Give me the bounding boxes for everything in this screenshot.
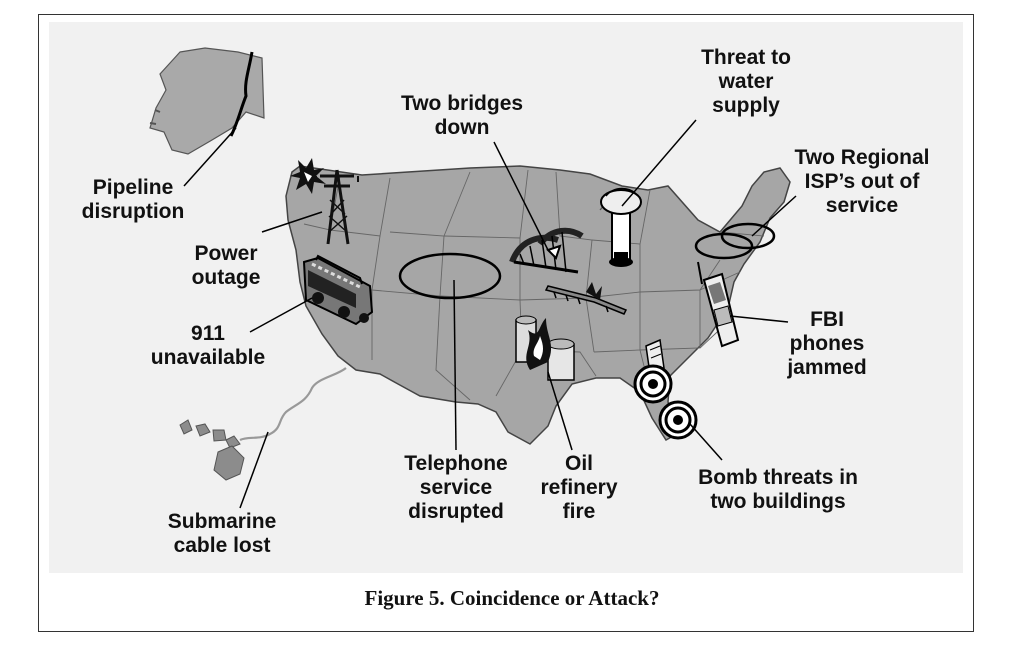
broken-bridge-icon [544,282,628,315]
fire-truck-icon [302,254,374,326]
telephone-outage-ellipse [398,252,502,300]
hawaii-islands [179,419,245,481]
label-two-bridges-down: Two bridges down [400,92,524,139]
label-two-regional-isps: Two Regional ISP’s out of service [794,146,930,217]
refinery-icon [515,315,575,381]
label-threat-to-water-supply: Threat to water supply [701,46,791,117]
label-telephone-service-disrupted: Telephone service disrupted [404,452,508,523]
submarine-cable [239,367,347,442]
isp-outage-ellipse-2 [720,222,776,250]
figure-caption: Figure 5. Coincidence or Attack? [364,586,660,610]
isp-outage-ellipse-1 [694,232,754,260]
label-pipeline-disruption: Pipeline disruption [81,176,185,223]
label-oil-refinery-fire: Oil refinery fire [540,452,618,523]
phone-icon [697,261,740,348]
power-tower-icon [315,169,359,245]
label-fbi-phones-jammed: FBI phones jammed [787,308,867,379]
label-911-unavailable: 911 unavailable [150,322,266,369]
label-power-outage: Power outage [191,242,261,289]
leader-lines [183,119,797,509]
alaska-shape [149,47,265,155]
alaska-pipeline [229,51,254,137]
target-icon-1 [633,364,673,404]
target-icon-2 [658,400,698,440]
label-bomb-threats: Bomb threats in two buildings [698,466,858,513]
label-submarine-cable-lost: Submarine cable lost [167,510,277,557]
explosion-icon [290,158,326,194]
